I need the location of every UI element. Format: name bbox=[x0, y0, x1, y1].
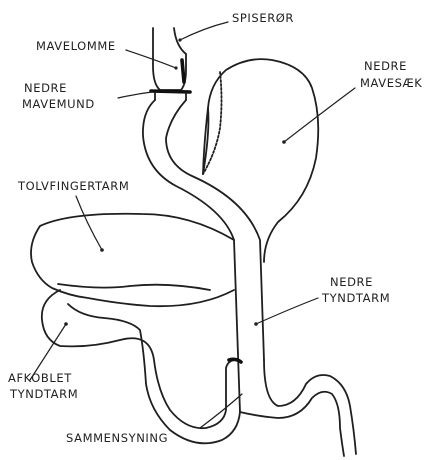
gastric-pouch bbox=[182, 60, 184, 82]
duodenum bbox=[31, 214, 234, 306]
stoma-band bbox=[151, 91, 190, 100]
pointer-mavelomme bbox=[126, 50, 176, 68]
label-tolvfingertarm: TOLVFINGERTARM bbox=[17, 179, 129, 193]
pointer-sammensyning bbox=[200, 394, 242, 428]
label-nedre-mavesaek-line1: NEDRE bbox=[364, 59, 407, 73]
label-nedre-mavesaek-line2: MAVESÆK bbox=[360, 76, 422, 90]
label-mavelomme: MAVELOMME bbox=[36, 39, 116, 53]
pointer-nedre-mavemund bbox=[118, 92, 152, 98]
label-nedre-mavemund-line2: MAVEMUND bbox=[22, 97, 95, 111]
labels: SPISERØR MAVELOMME NEDRE MAVEMUND NEDRE … bbox=[8, 11, 422, 445]
remnant-stomach bbox=[203, 59, 318, 262]
pointer-spiseror bbox=[180, 22, 228, 40]
label-nedre-tyndtarm-line2: TYNDTARM bbox=[321, 291, 390, 305]
label-nedre-mavemund-line1: NEDRE bbox=[24, 81, 67, 95]
pointer-nedre-mavesaek bbox=[284, 88, 355, 142]
pointer-tolvfingertarm bbox=[76, 196, 102, 250]
pointer-nedre-tyndtarm bbox=[256, 298, 318, 324]
label-sammensyning: SAMMENSYNING bbox=[66, 431, 168, 445]
label-nedre-tyndtarm-line1: NEDRE bbox=[330, 275, 373, 289]
label-afkoblet-tyndtarm-line1: AFKOBLET bbox=[8, 371, 72, 385]
roux-limb bbox=[143, 100, 264, 412]
anastomosis bbox=[229, 359, 356, 456]
label-afkoblet-tyndtarm-line2: TYNDTARM bbox=[9, 387, 78, 401]
label-spiseror: SPISERØR bbox=[232, 11, 294, 25]
label-pointers bbox=[30, 22, 355, 428]
